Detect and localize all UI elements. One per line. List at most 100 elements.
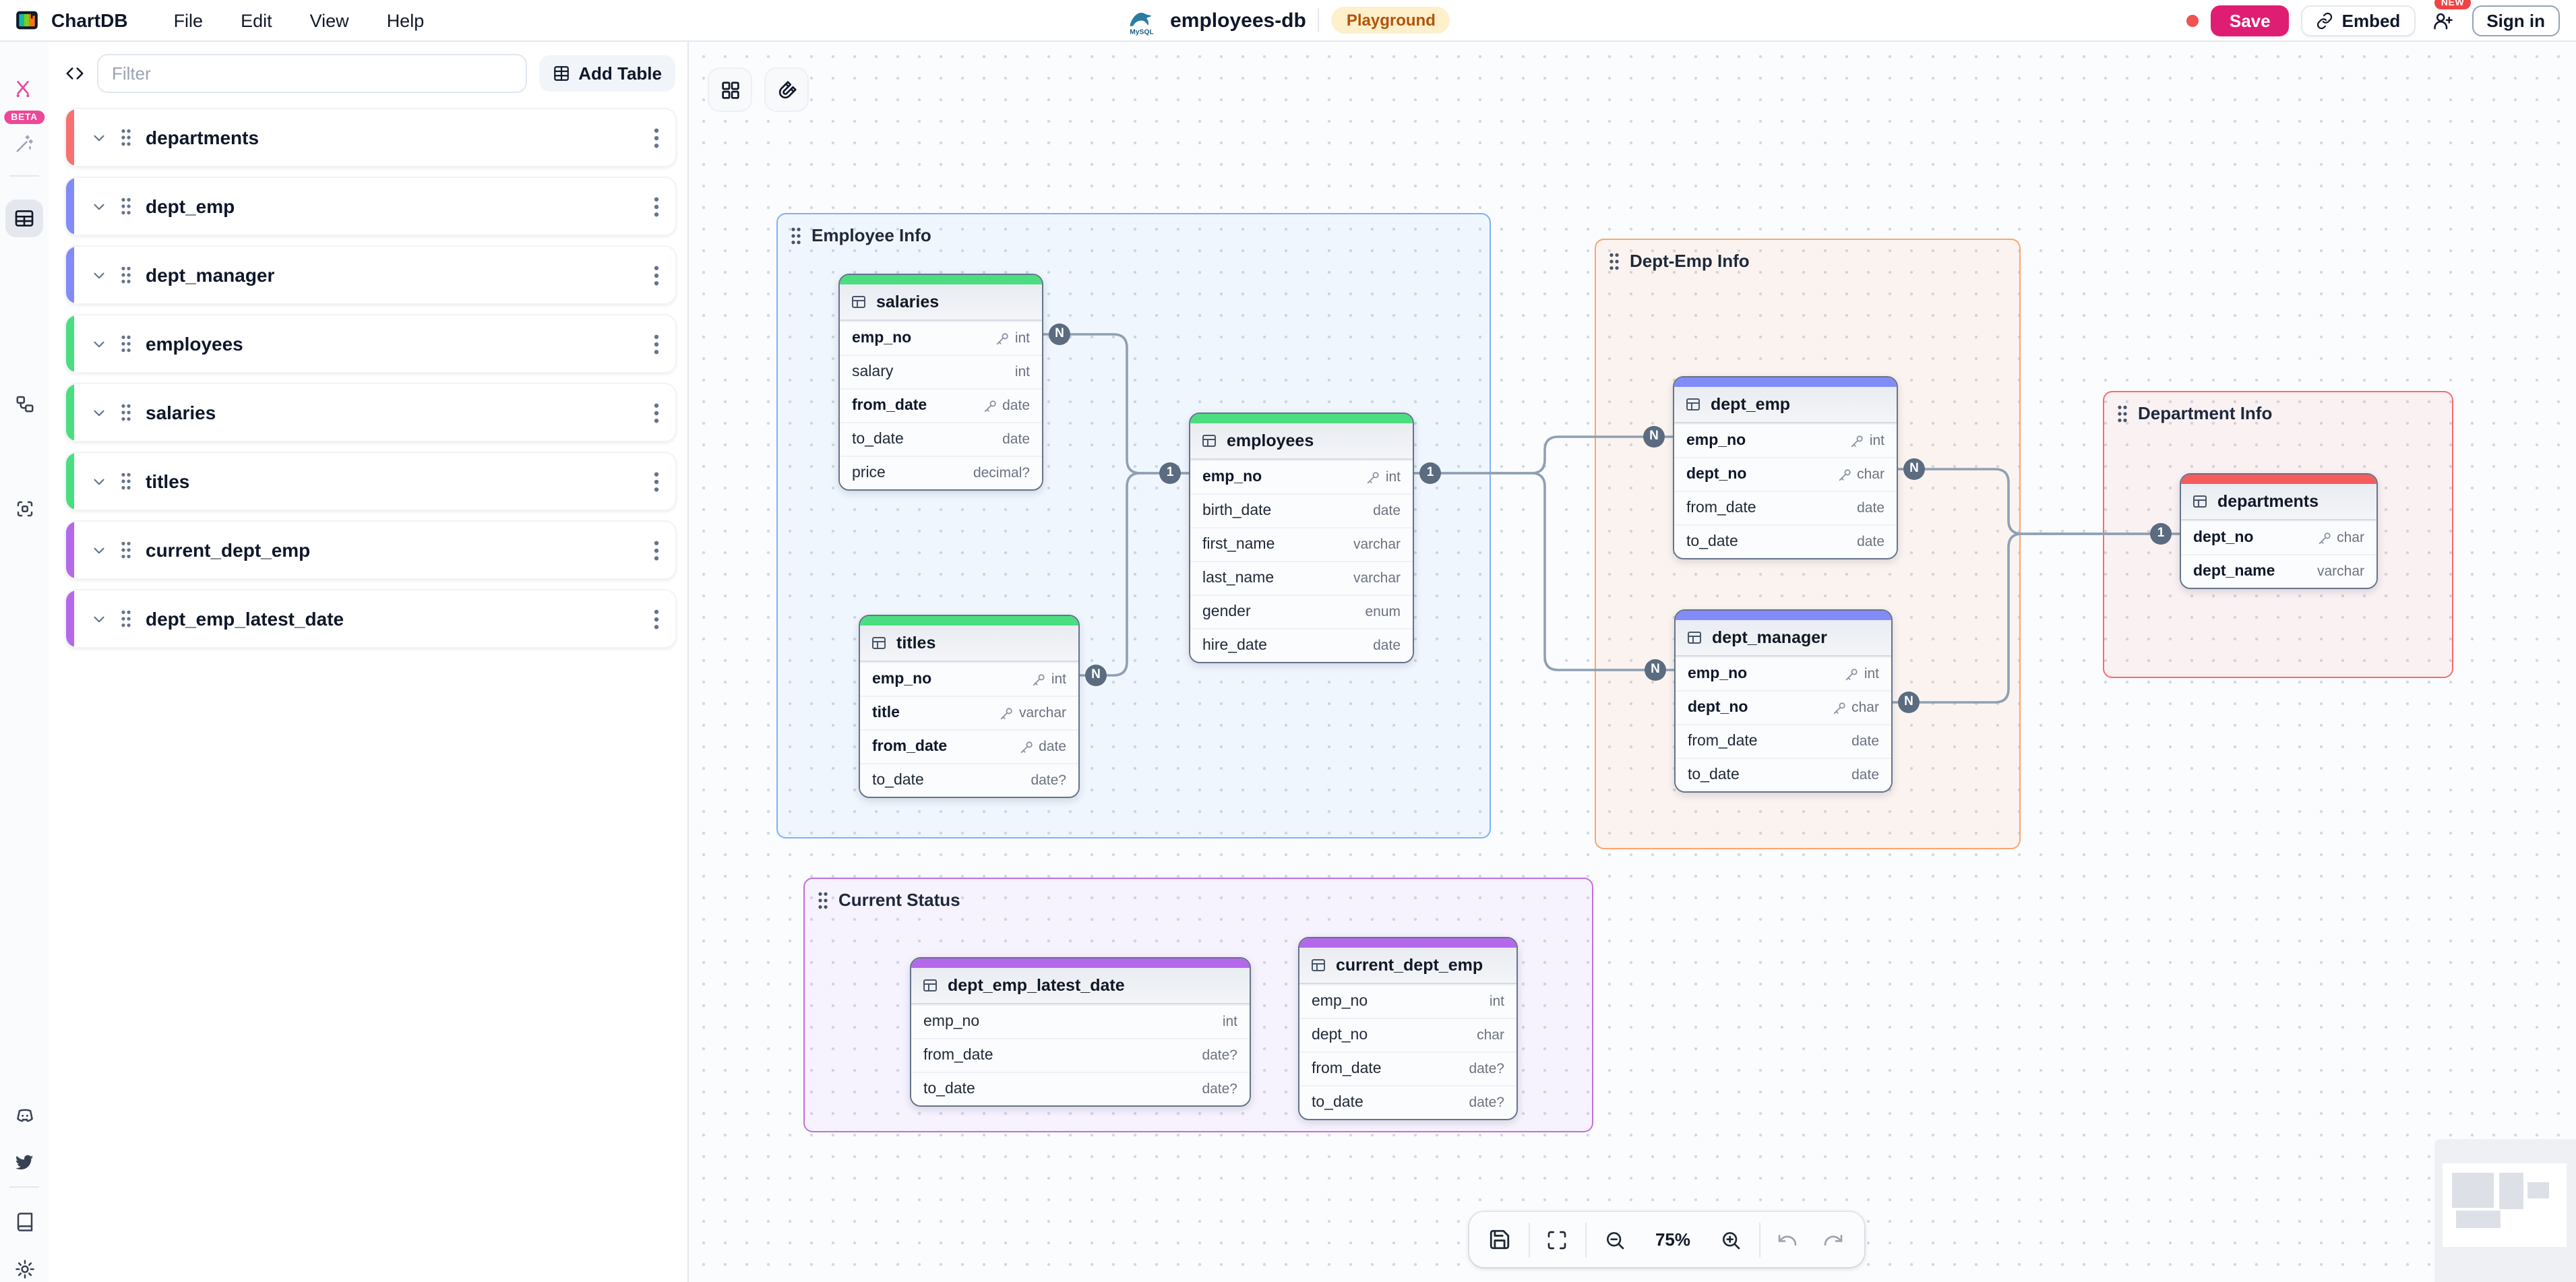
undo-button[interactable] — [1765, 1219, 1810, 1260]
settings-gear-icon[interactable] — [5, 1250, 43, 1282]
database-name[interactable]: employees-db — [1170, 9, 1306, 32]
sign-in-button[interactable]: Sign in — [2472, 5, 2560, 36]
table-options-kebab-icon[interactable] — [638, 334, 675, 354]
drag-handle-icon[interactable] — [790, 226, 802, 245]
table-header[interactable]: dept_emp — [1674, 387, 1897, 423]
sidebar-table-name[interactable]: employees — [146, 333, 243, 355]
zoom-in-button[interactable] — [1708, 1219, 1753, 1260]
sidebar-table-row-dept_manager[interactable]: dept_manager — [65, 245, 677, 305]
snap-magnet-button[interactable] — [766, 69, 807, 111]
sidebar-table-name[interactable]: current_dept_emp — [146, 539, 311, 561]
discord-icon[interactable] — [5, 1096, 43, 1134]
table-options-kebab-icon[interactable] — [638, 609, 675, 629]
table-header[interactable]: current_dept_emp — [1299, 948, 1516, 984]
sidebar-table-name[interactable]: departments — [146, 127, 259, 148]
table-options-kebab-icon[interactable] — [638, 127, 675, 148]
invite-user-button[interactable]: NEW — [2427, 0, 2471, 36]
code-view-icon[interactable] — [65, 63, 85, 84]
drag-handle-icon[interactable] — [120, 541, 132, 559]
drag-handle-icon[interactable] — [120, 609, 132, 628]
sidebar-table-name[interactable]: titles — [146, 470, 190, 492]
chevron-down-icon[interactable] — [90, 335, 108, 353]
sidebar-table-name[interactable]: salaries — [146, 402, 216, 423]
sidebar-table-name[interactable]: dept_emp — [146, 195, 235, 217]
sidebar-table-row-employees[interactable]: employees — [65, 314, 677, 373]
drag-handle-icon[interactable] — [1608, 251, 1620, 270]
redo-button[interactable] — [1811, 1219, 1856, 1260]
table-options-kebab-icon[interactable] — [638, 471, 675, 491]
zoom-out-button[interactable] — [1593, 1219, 1638, 1260]
magic-wand-icon[interactable] — [5, 124, 43, 162]
add-table-button[interactable]: Add Table — [539, 55, 675, 92]
sidebar-table-row-current_dept_emp[interactable]: current_dept_emp — [65, 520, 677, 580]
dependencies-panel-tab[interactable] — [5, 489, 43, 527]
relationships-panel-tab[interactable] — [5, 384, 43, 422]
drag-handle-icon[interactable] — [2116, 404, 2128, 423]
twitter-icon[interactable] — [5, 1143, 43, 1181]
table-header[interactable]: dept_emp_latest_date — [911, 968, 1250, 1004]
table-header[interactable]: salaries — [840, 284, 1042, 321]
table-options-kebab-icon[interactable] — [638, 402, 675, 423]
drag-handle-icon[interactable] — [817, 890, 829, 909]
docs-book-icon[interactable] — [5, 1202, 43, 1240]
drag-handle-icon[interactable] — [120, 472, 132, 491]
chevron-down-icon[interactable] — [90, 610, 108, 628]
drag-handle-icon[interactable] — [120, 197, 132, 216]
chevron-down-icon[interactable] — [90, 266, 108, 284]
chevron-down-icon[interactable] — [90, 472, 108, 490]
sidebar-table-row-departments[interactable]: departments — [65, 108, 677, 167]
fit-view-button[interactable] — [1535, 1219, 1580, 1260]
table-options-kebab-icon[interactable] — [638, 540, 675, 560]
table-header[interactable]: employees — [1190, 423, 1413, 460]
chevron-down-icon[interactable] — [90, 129, 108, 146]
sidebar-table-row-titles[interactable]: titles — [65, 452, 677, 511]
tables-panel-tab[interactable] — [5, 200, 43, 237]
table-header[interactable]: dept_manager — [1676, 620, 1891, 657]
zoom-level[interactable]: 75% — [1655, 1229, 1690, 1250]
chartdb-pink-icon[interactable] — [5, 70, 43, 108]
chevron-down-icon[interactable] — [90, 197, 108, 215]
embed-button[interactable]: Embed — [2301, 5, 2416, 36]
table-header[interactable]: titles — [860, 625, 1078, 662]
sidebar-table-row-salaries[interactable]: salaries — [65, 383, 677, 442]
menu-help[interactable]: Help — [386, 10, 425, 30]
sidebar-table-name[interactable]: dept_manager — [146, 264, 275, 286]
drag-handle-icon[interactable] — [120, 128, 132, 147]
drag-handle-icon[interactable] — [120, 334, 132, 353]
